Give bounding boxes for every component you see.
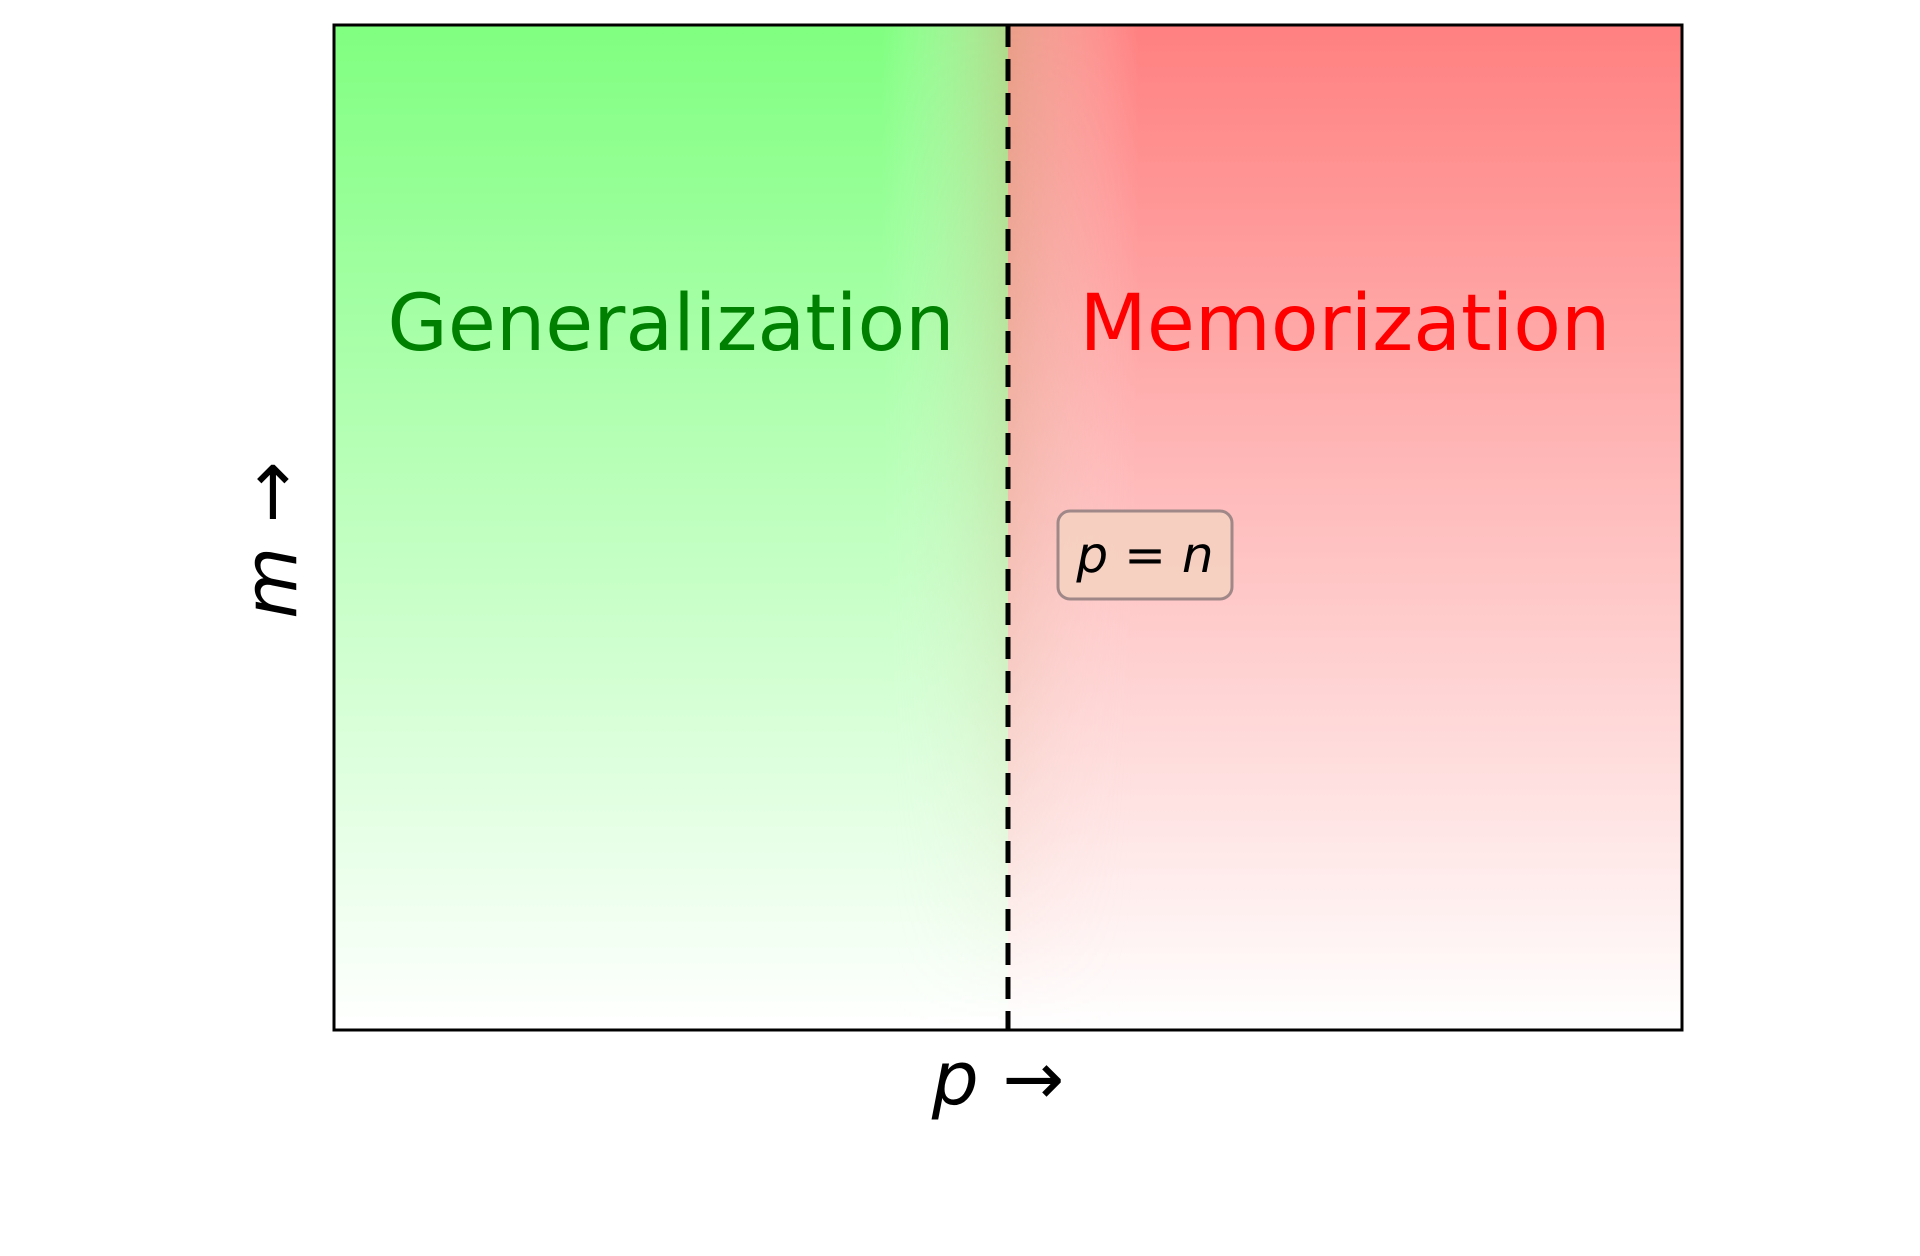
plot-frame bbox=[332, 23, 1684, 1032]
annotation-operator: = bbox=[1108, 526, 1182, 584]
generalization-label: Generalization bbox=[387, 279, 954, 369]
x-axis-label: p → bbox=[931, 1036, 1065, 1122]
boundary-annotation: p = n bbox=[1056, 509, 1234, 601]
annotation-text: p = n bbox=[1075, 526, 1213, 584]
annotation-box bbox=[1056, 509, 1234, 601]
annotation-var: p bbox=[1075, 526, 1108, 584]
x-axis-arrow: → bbox=[979, 1036, 1065, 1122]
annotation-rhs: n bbox=[1182, 526, 1214, 584]
x-axis-var: p bbox=[931, 1036, 979, 1122]
y-axis-label: m → bbox=[228, 461, 314, 619]
y-axis-arrow: → bbox=[228, 461, 314, 547]
memorization-label: Memorization bbox=[1080, 279, 1611, 369]
y-axis-var: m bbox=[228, 547, 314, 619]
